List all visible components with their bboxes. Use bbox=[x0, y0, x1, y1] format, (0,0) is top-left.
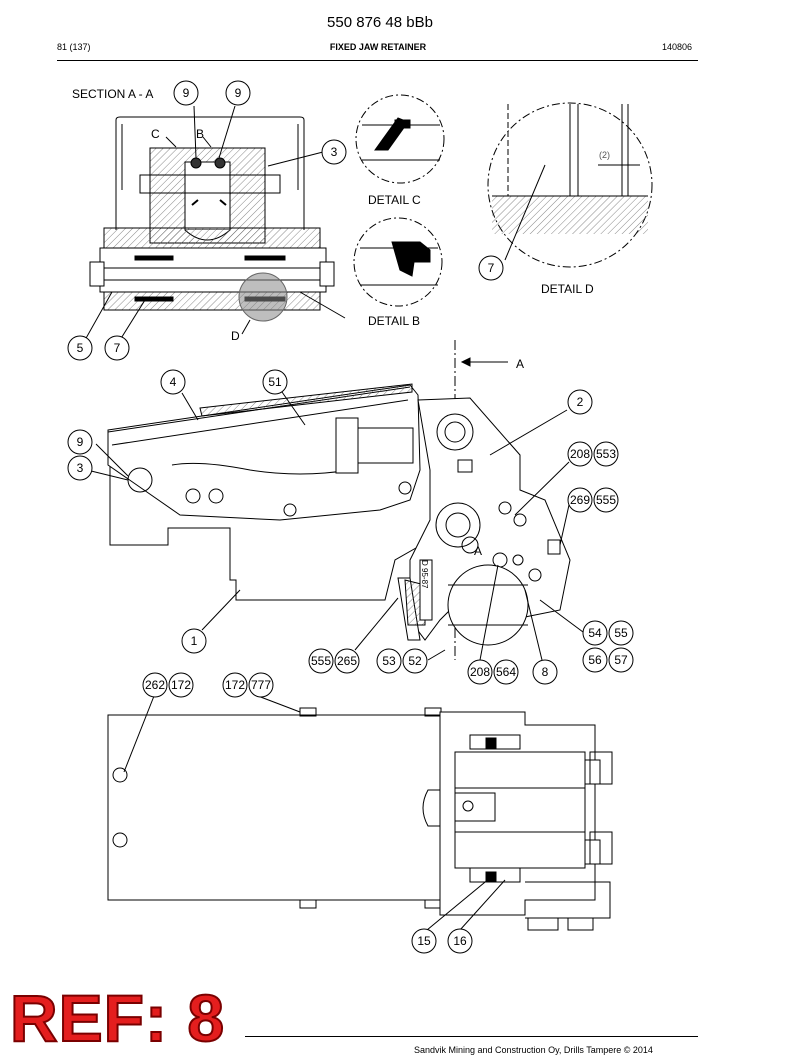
callout-2: 2 bbox=[577, 395, 584, 409]
callout-52: 52 bbox=[408, 654, 422, 668]
detail-d-dimension: (2) bbox=[599, 150, 610, 160]
callout-4: 4 bbox=[170, 375, 177, 389]
callout-51: 51 bbox=[268, 375, 282, 389]
callout-15: 15 bbox=[417, 934, 431, 948]
callout-555: 555 bbox=[596, 493, 616, 507]
callout-55: 55 bbox=[614, 626, 628, 640]
detail-d-marker: D bbox=[231, 329, 240, 343]
bottom-top-view bbox=[107, 707, 613, 931]
document-number: 550 876 48 bBb bbox=[327, 14, 433, 31]
detail-b-marker: B bbox=[196, 127, 204, 141]
callout-3: 3 bbox=[331, 145, 338, 159]
callout-57: 57 bbox=[614, 653, 628, 667]
callout-3: 3 bbox=[77, 461, 84, 475]
header-rule bbox=[57, 60, 698, 61]
detail-d-label: DETAIL D bbox=[541, 282, 594, 296]
footer-rule bbox=[245, 1036, 698, 1037]
callout-54: 54 bbox=[588, 626, 602, 640]
callout-53: 53 bbox=[382, 654, 396, 668]
section-a-a-label: SECTION A - A bbox=[72, 87, 153, 101]
callout-9: 9 bbox=[183, 86, 190, 100]
detail-b-label: DETAIL B bbox=[368, 314, 420, 328]
main-side-view bbox=[107, 340, 571, 660]
callout-7: 7 bbox=[488, 261, 495, 275]
callout-172: 172 bbox=[171, 678, 191, 692]
callout-265: 265 bbox=[337, 654, 357, 668]
page-count: 81 (137) bbox=[57, 42, 91, 52]
detail-c-label: DETAIL C bbox=[368, 193, 421, 207]
callout-564: 564 bbox=[496, 665, 516, 679]
callout-9: 9 bbox=[77, 435, 84, 449]
callout-777: 777 bbox=[251, 678, 271, 692]
part-marking: D 95-87 bbox=[420, 560, 429, 589]
detail-c-view bbox=[355, 94, 445, 184]
date-code: 140806 bbox=[662, 42, 693, 52]
view-labels: SECTION A - A DETAIL C DETAIL B DETAIL D… bbox=[72, 87, 610, 589]
leader-lines bbox=[86, 391, 584, 931]
reference-stamp: REF: 8 bbox=[9, 980, 226, 1056]
callout-553: 553 bbox=[596, 447, 616, 461]
callout-7: 7 bbox=[114, 341, 121, 355]
detail-c-marker: C bbox=[151, 127, 160, 141]
callout-208: 208 bbox=[470, 665, 490, 679]
callout-172: 172 bbox=[225, 678, 245, 692]
page-title: FIXED JAW RETAINER bbox=[329, 42, 427, 52]
detail-d-view bbox=[487, 102, 653, 268]
callout-208: 208 bbox=[570, 447, 590, 461]
callout-9: 9 bbox=[235, 86, 242, 100]
callout-16: 16 bbox=[453, 934, 467, 948]
callout-labels: 9 9 3 5 7 7 4 51 2 9 3 208 553 269 555 5… bbox=[77, 86, 628, 948]
callout-1: 1 bbox=[191, 634, 198, 648]
callout-269: 269 bbox=[570, 493, 590, 507]
callout-5: 5 bbox=[77, 341, 84, 355]
callout-262: 262 bbox=[145, 678, 165, 692]
detail-b-view bbox=[353, 217, 443, 307]
section-arrow-label: A bbox=[516, 357, 524, 371]
callout-555: 555 bbox=[311, 654, 331, 668]
callout-circles bbox=[67, 80, 634, 954]
section-marker-label: A bbox=[474, 544, 482, 558]
callout-8: 8 bbox=[542, 665, 549, 679]
footer-copyright: Sandvik Mining and Construction Oy, Dril… bbox=[414, 1045, 653, 1055]
section-a-a-view bbox=[84, 105, 346, 341]
callout-56: 56 bbox=[588, 653, 602, 667]
